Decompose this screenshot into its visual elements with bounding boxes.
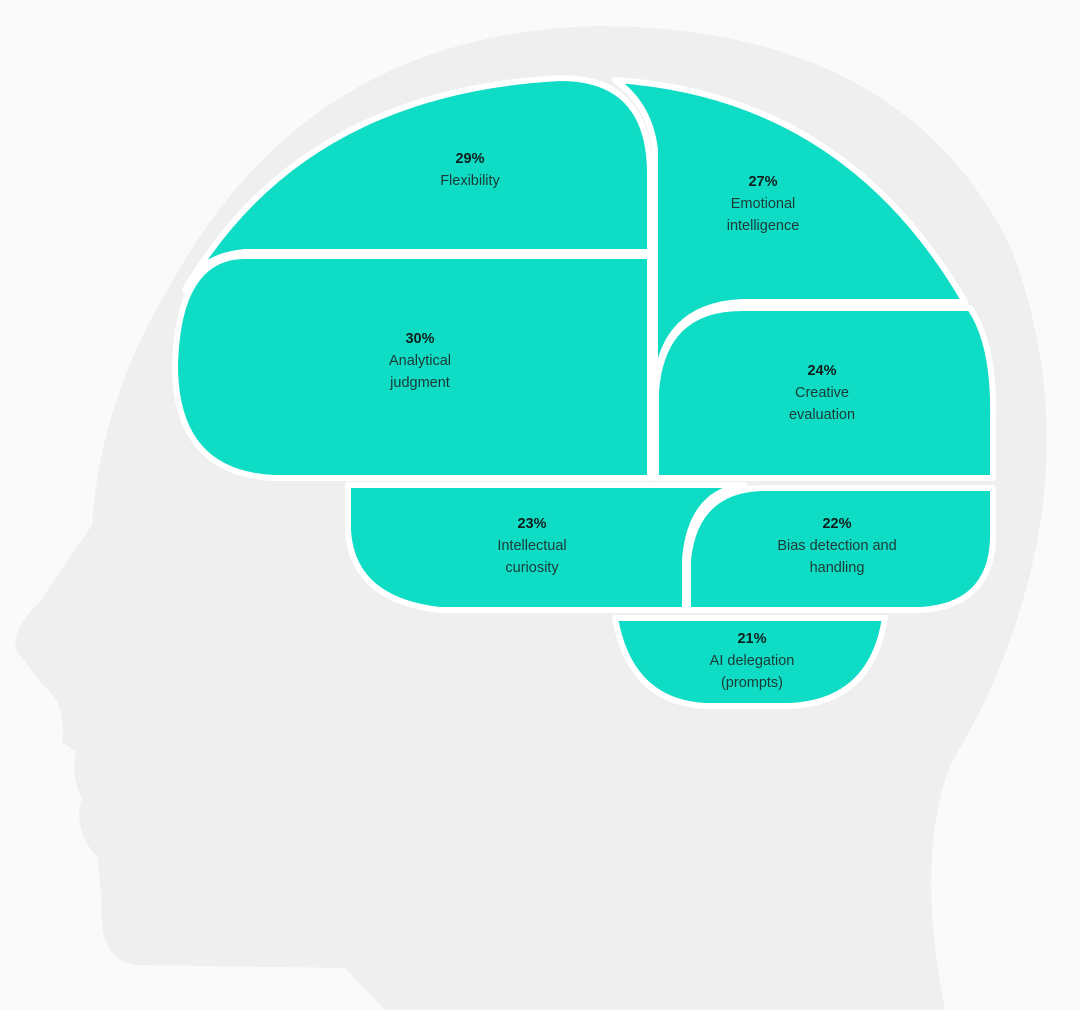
region-emotional-intelligence bbox=[612, 77, 968, 481]
label: Emotional intelligence bbox=[726, 196, 800, 234]
label-intellectual-curiosity: 23% Intellectual curiosity bbox=[482, 513, 582, 579]
label-bias-detection: 22% Bias detection and handling bbox=[777, 513, 897, 579]
percent: 24% bbox=[807, 363, 837, 379]
percent: 21% bbox=[737, 631, 767, 647]
label-ai-delegation: 21% AI delegation (prompts) bbox=[697, 628, 807, 694]
label: Analytical judgment bbox=[388, 353, 452, 391]
region-flexibility bbox=[182, 75, 653, 293]
region-analytical-judgment bbox=[172, 253, 653, 481]
label: Creative evaluation bbox=[788, 385, 856, 423]
label-analytical-judgment: 30% Analytical judgment bbox=[370, 328, 470, 394]
label-creative-evaluation: 24% Creative evaluation bbox=[772, 360, 872, 426]
region-intellectual-curiosity bbox=[345, 482, 748, 613]
label-emotional-intelligence: 27% Emotional intelligence bbox=[708, 171, 818, 237]
region-ai-delegation bbox=[612, 615, 888, 709]
label: AI delegation (prompts) bbox=[709, 653, 795, 691]
percent: 22% bbox=[822, 516, 852, 532]
label: Intellectual curiosity bbox=[497, 538, 567, 576]
percent: 27% bbox=[748, 174, 778, 190]
label: Bias detection and handling bbox=[777, 538, 897, 576]
percent: 23% bbox=[517, 516, 547, 532]
percent: 30% bbox=[405, 331, 435, 347]
label: Flexibility bbox=[440, 173, 500, 189]
region-bias-detection bbox=[685, 485, 996, 613]
region-creative-evaluation bbox=[653, 305, 997, 481]
percent: 29% bbox=[455, 151, 485, 167]
label-flexibility: 29% Flexibility bbox=[380, 148, 560, 192]
